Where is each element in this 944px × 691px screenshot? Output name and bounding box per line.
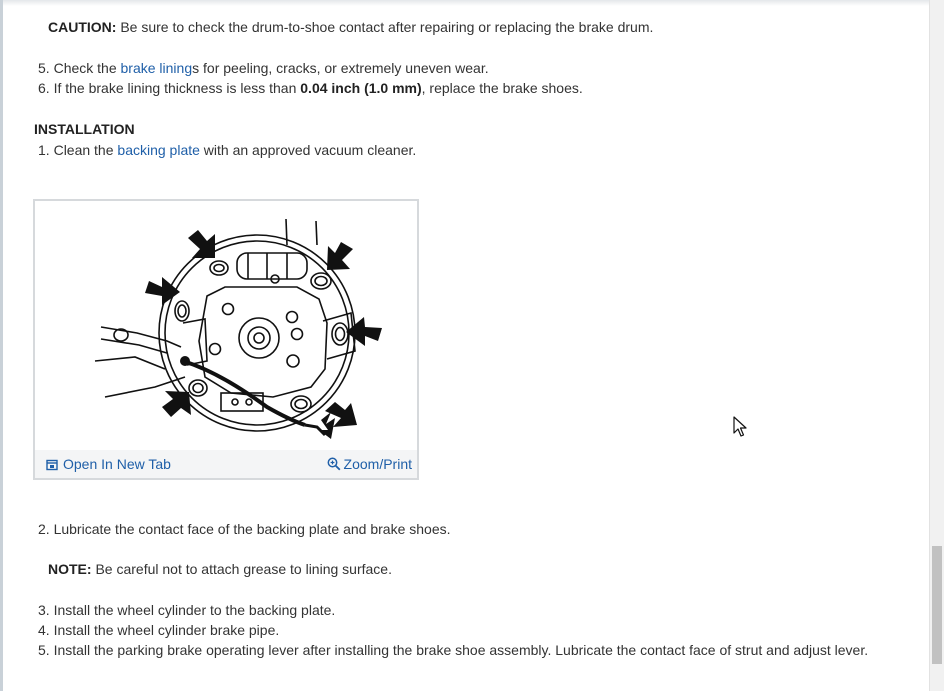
backing-plate-diagram [94, 218, 382, 439]
installation-step-3: 3. Install the wheel cylinder to the bac… [38, 600, 335, 620]
note-label: NOTE: [48, 561, 92, 577]
vertical-scrollbar[interactable] [929, 0, 944, 691]
caution-text: Be sure to check the drum-to-shoe contac… [116, 19, 654, 35]
inspection-step-5: 5. Check the brake linings for peeling, … [38, 58, 489, 78]
zoom-print-link[interactable]: Zoom/Print [327, 454, 412, 474]
note-paragraph: NOTE: Be careful not to attach grease to… [48, 559, 392, 579]
step-number: 5. [38, 60, 50, 76]
step-number: 1. [38, 142, 50, 158]
backing-plate-link[interactable]: backing plate [117, 142, 200, 158]
zoom-print-label: Zoom/Print [343, 456, 412, 472]
installation-step-5: 5. Install the parking brake operating l… [38, 640, 868, 660]
installation-step-2: 2. Lubricate the contact face of the bac… [38, 519, 451, 539]
step-number: 3. [38, 602, 50, 618]
step-text: Clean the [49, 142, 118, 158]
open-in-new-tab-label: Open In New Tab [63, 456, 171, 472]
step-text: Lubricate the contact face of the backin… [49, 521, 451, 537]
step-text: s for peeling, cracks, or extremely unev… [192, 60, 489, 76]
caution-paragraph: CAUTION: Be sure to check the drum-to-sh… [48, 17, 653, 37]
note-text: Be careful not to attach grease to linin… [91, 561, 392, 577]
scrollbar-thumb[interactable] [932, 546, 942, 664]
step-number: 6. [38, 80, 50, 96]
left-window-edge [0, 0, 3, 691]
zoom-magnifier-icon [327, 457, 340, 471]
step-text: Install the wheel cylinder brake pipe. [49, 622, 280, 638]
step-number: 2. [38, 521, 50, 537]
step-text: with an approved vacuum cleaner. [199, 142, 417, 158]
brake-lining-link[interactable]: brake lining [120, 60, 193, 76]
figure-toolbar: Open In New Tab Zoom/Print [35, 450, 417, 478]
top-shadow-band [0, 0, 930, 6]
step-text: Check the [49, 60, 121, 76]
installation-heading: INSTALLATION [34, 121, 135, 137]
step-text: Install the parking brake operating leve… [49, 642, 869, 658]
lining-thickness-value: 0.04 inch (1.0 mm) [300, 80, 422, 96]
step-text: , replace the brake shoes. [421, 80, 583, 96]
open-in-new-tab-icon [46, 459, 58, 471]
backing-plate-figure: Open In New Tab Zoom/Print [33, 199, 419, 480]
step-number: 5. [38, 642, 50, 658]
step-text: Install the wheel cylinder to the backin… [49, 602, 336, 618]
step-text: If the brake lining thickness is less th… [49, 80, 301, 96]
open-in-new-tab-link[interactable]: Open In New Tab [46, 454, 171, 474]
caution-label: CAUTION: [48, 19, 117, 35]
step-number: 4. [38, 622, 50, 638]
installation-step-4: 4. Install the wheel cylinder brake pipe… [38, 620, 279, 640]
installation-step-1: 1. Clean the backing plate with an appro… [38, 140, 416, 160]
inspection-step-6: 6. If the brake lining thickness is less… [38, 78, 583, 98]
mouse-pointer-icon [733, 416, 747, 437]
